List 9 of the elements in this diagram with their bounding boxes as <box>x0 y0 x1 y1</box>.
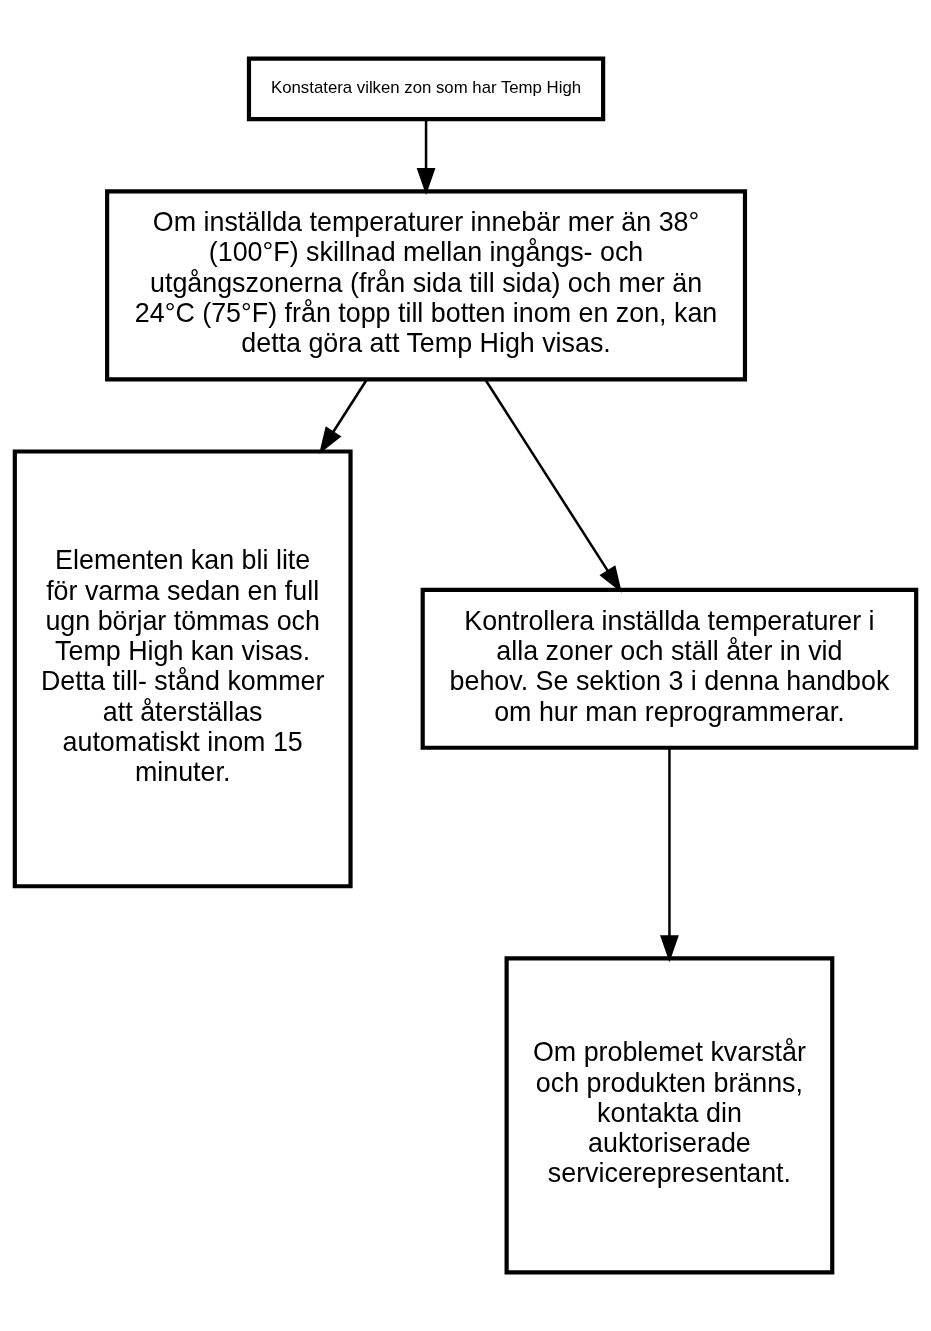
node-box: Om inställda temperaturer innebär mer än 38° (100°F) skillnad mellan ingångs- och utgångszonerna (från sida till sida) och mer än 24°C (75°F) från topp till botten inom en zon, kan detta göra att Temp High visas. <box>105 189 748 382</box>
node-box: Konstatera vilken zon som har Temp High <box>246 56 606 122</box>
arrow <box>484 378 622 593</box>
node-box: Elementen kan bli lite för varma sedan en full ugn börjar tömmas och Temp High kan visas. Detta till- stånd kommer att återställas automatiskt inom 15 minuter. <box>12 449 353 889</box>
node-box: Kontrollera inställda temperaturer i alla zoner och ställ åter in vid behov. Se sektion 3 i denna handbok om hur man reprogrammerar. <box>420 587 919 750</box>
arrow <box>660 748 679 963</box>
arrow <box>319 378 368 455</box>
node-box: Om problemet kvarstår och produkten bränns, kontakta din auktoriserade servicerepresentant. <box>504 956 835 1275</box>
arrow <box>416 119 436 195</box>
